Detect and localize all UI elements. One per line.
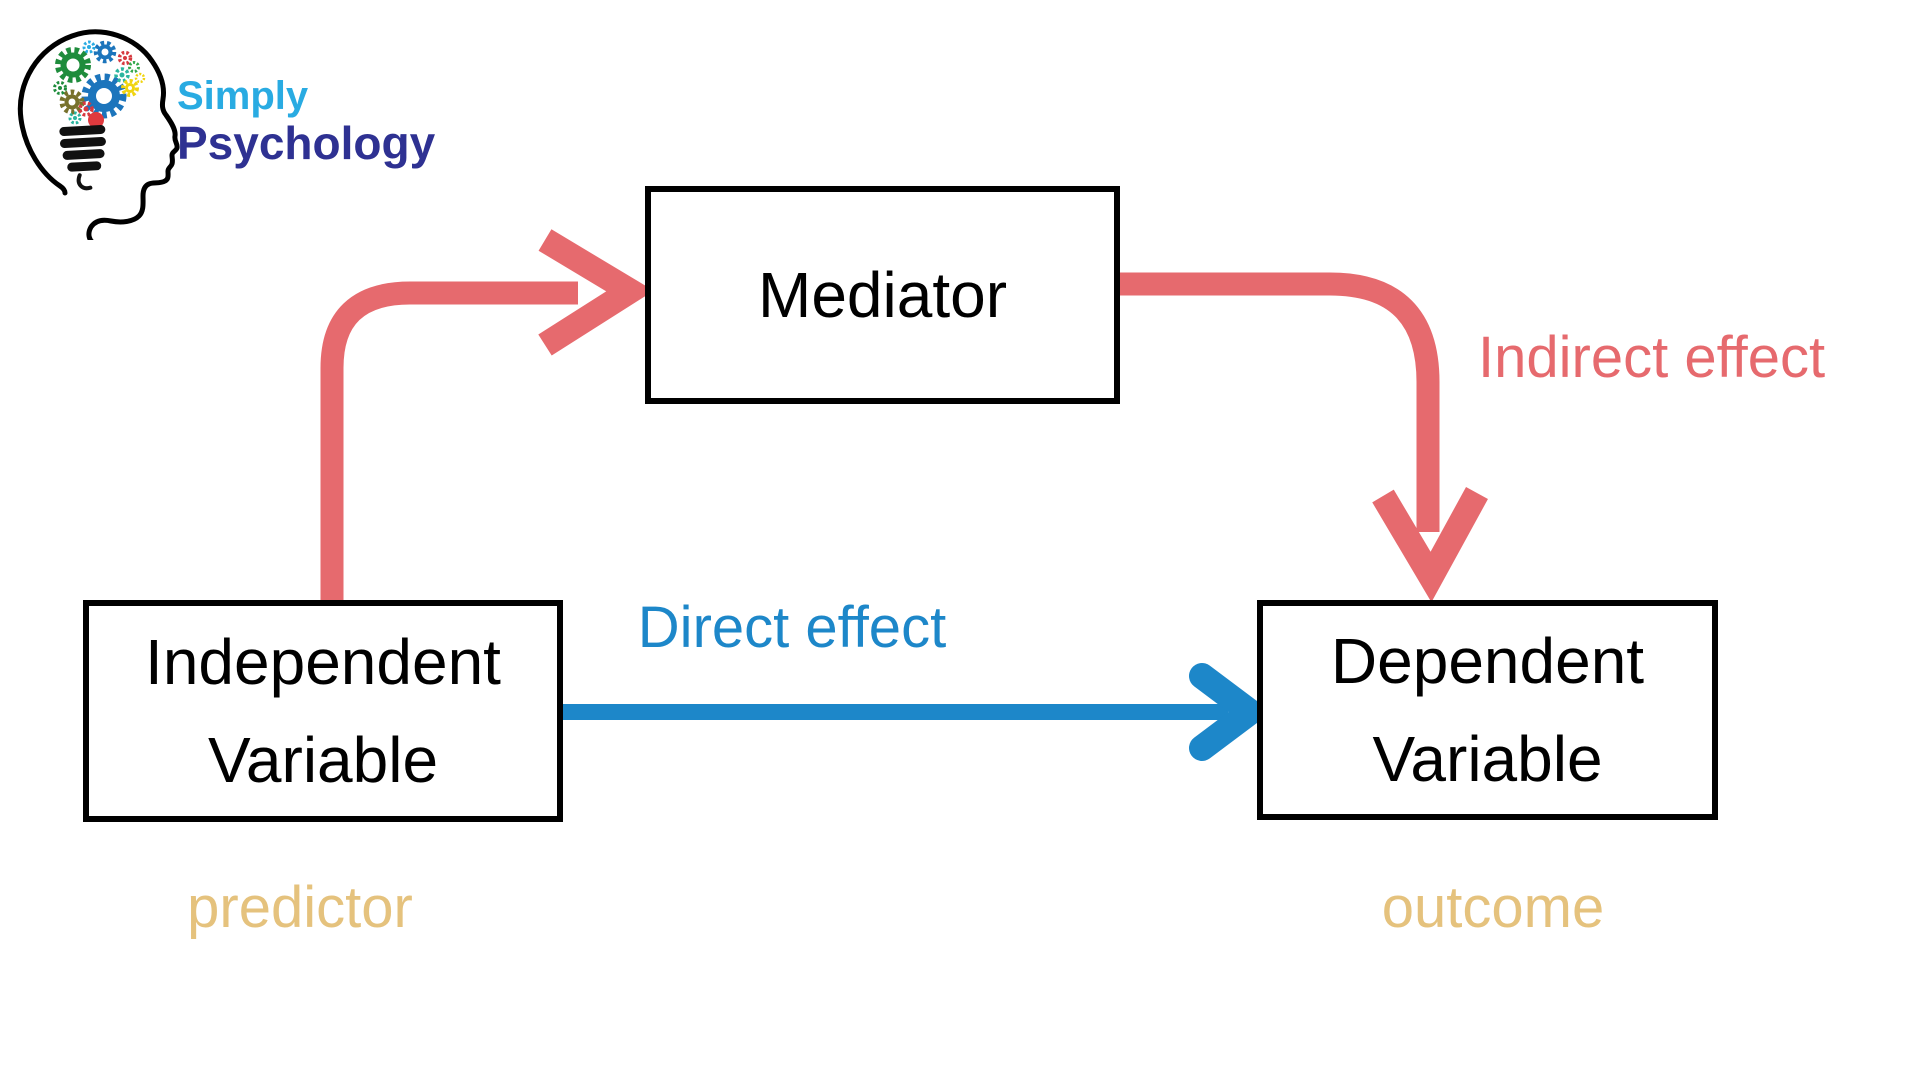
independent-variable-label-line2: Variable — [207, 724, 439, 796]
mediator-box: Mediator — [645, 186, 1120, 404]
outcome-label: outcome — [1381, 875, 1605, 940]
dependent-variable-box: Dependent Variable — [1257, 600, 1718, 820]
indirect-effect-label: Indirect effect — [1478, 325, 1826, 390]
direct-effect-label: Direct effect — [637, 595, 947, 660]
independent-variable-box: Independent Variable — [83, 600, 563, 822]
independent-variable-label-line1: Independent — [145, 626, 501, 698]
brand-psychology: Psychology — [177, 117, 436, 169]
brain-gears-icon — [53, 40, 146, 128]
head-gears-icon — [17, 29, 180, 240]
dependent-variable-label-line2: Variable — [1372, 723, 1603, 795]
indirect-arrow-up — [320, 229, 654, 606]
predictor-label: predictor — [187, 875, 413, 940]
mediator-label: Mediator — [758, 259, 1007, 331]
lightbulb-base-icon — [59, 125, 106, 191]
indirect-arrow-down — [1118, 272, 1488, 603]
brand-simply: Simply — [177, 74, 309, 118]
dependent-variable-label-line1: Dependent — [1330, 625, 1645, 697]
direct-arrow — [560, 663, 1263, 761]
